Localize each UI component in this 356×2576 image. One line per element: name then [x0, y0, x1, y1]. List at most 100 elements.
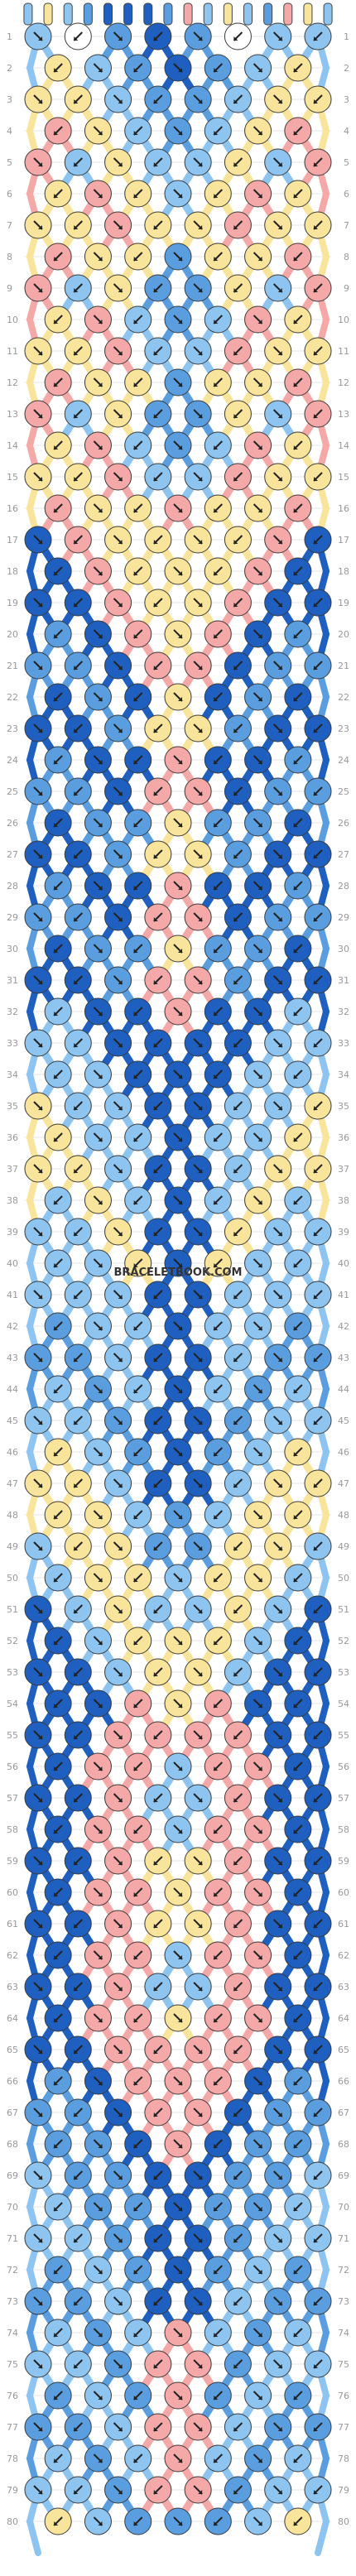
knot [204, 494, 232, 522]
knot [184, 1973, 212, 2001]
row-number: 43 [7, 1353, 18, 1363]
row-number: 74 [7, 2328, 18, 2338]
row-number: 30 [338, 944, 349, 954]
knot [224, 1910, 252, 1938]
knot [24, 589, 52, 617]
knot [244, 557, 272, 585]
row-number: 33 [7, 1038, 18, 1049]
knot [184, 148, 212, 176]
knot [164, 1060, 192, 1089]
row-number: 39 [338, 1227, 349, 1238]
knot [304, 148, 332, 176]
knot [204, 935, 232, 963]
row-number: 18 [338, 566, 349, 577]
top-strand [163, 2, 173, 26]
row-number: 15 [338, 472, 349, 483]
knot [224, 2035, 252, 2064]
row-number: 71 [7, 2233, 18, 2244]
knot [84, 431, 112, 459]
row-number: 47 [7, 1478, 18, 1489]
knot [204, 1564, 232, 1592]
top-strand [83, 2, 93, 26]
knot [84, 2193, 112, 2221]
knot [84, 2444, 112, 2473]
knot [144, 2224, 172, 2252]
knot [164, 1312, 192, 1340]
knot [44, 1941, 72, 1969]
row-number: 5 [344, 157, 349, 168]
knot [224, 2098, 252, 2127]
row-number: 30 [7, 944, 18, 954]
knot [144, 2098, 172, 2127]
knot [184, 1281, 212, 1309]
knot [64, 1973, 92, 2001]
knot [44, 1123, 72, 1151]
knot [24, 1847, 52, 1875]
knot [244, 2381, 272, 2410]
knot [304, 2350, 332, 2378]
knot [184, 1532, 212, 1560]
knot [284, 2319, 312, 2347]
knot [284, 1689, 312, 1718]
knot [164, 1123, 192, 1151]
knot [24, 526, 52, 554]
knot [44, 2256, 72, 2284]
row-number: 26 [7, 818, 18, 829]
knot-grid [24, 22, 332, 2535]
row-number: 53 [7, 1667, 18, 1678]
knot [244, 1249, 272, 1277]
row-number: 9 [344, 283, 349, 294]
knot [104, 274, 132, 302]
knot [124, 2004, 152, 2032]
knot [124, 1941, 152, 1969]
knot [84, 1312, 112, 1340]
knot [64, 2161, 92, 2189]
knot [184, 903, 212, 931]
knot [24, 85, 52, 113]
knot [264, 211, 292, 239]
knot [24, 1406, 52, 1435]
knot [164, 2256, 192, 2284]
knot [224, 2476, 252, 2504]
knot [164, 2444, 192, 2473]
knot [84, 1186, 112, 1214]
knot [184, 2224, 212, 2252]
row-number: 27 [7, 849, 18, 860]
knot [284, 1501, 312, 1529]
knot [144, 2413, 172, 2441]
knot [64, 1281, 92, 1309]
knot [104, 714, 132, 743]
knot [24, 1784, 52, 1812]
knot [124, 1815, 152, 1843]
row-number: 40 [338, 1258, 349, 1269]
knot [304, 903, 332, 931]
row-number: 25 [7, 786, 18, 797]
knot [24, 22, 52, 50]
knot [264, 2413, 292, 2441]
knot [124, 1501, 152, 1529]
knot [44, 1438, 72, 1466]
knot [264, 1658, 292, 1686]
knot [204, 2319, 232, 2347]
top-strand [283, 2, 293, 26]
knot [304, 589, 332, 617]
knot [24, 1658, 52, 1686]
knot [24, 1155, 52, 1183]
knot [224, 1406, 252, 1435]
knot [84, 305, 112, 334]
knot [84, 1689, 112, 1718]
knot [64, 1343, 92, 1372]
knot [224, 714, 252, 743]
knot [24, 148, 52, 176]
knot [84, 997, 112, 1026]
knot [164, 1249, 192, 1277]
knot [284, 117, 312, 145]
row-number: 38 [7, 1195, 18, 1206]
knot [104, 2476, 132, 2504]
knot [64, 1155, 92, 1183]
knot [304, 2161, 332, 2189]
knot [244, 997, 272, 1026]
row-number: 28 [7, 881, 18, 892]
row-number: 60 [338, 1887, 349, 1898]
knot [284, 1564, 312, 1592]
